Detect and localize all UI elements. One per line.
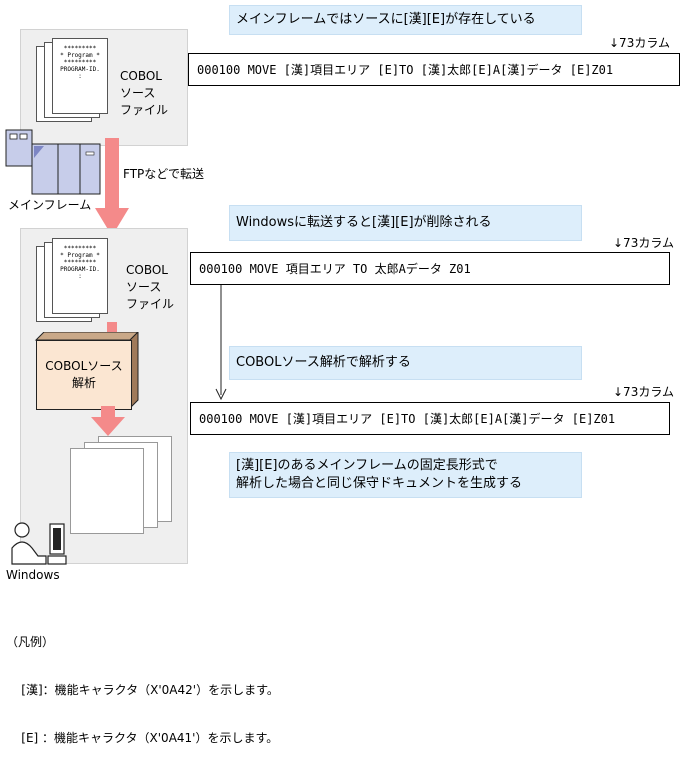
source-file-icon-bottom: ********* * Program * ********* PROGRAM-…	[36, 238, 108, 328]
mainframe-label: メインフレーム	[8, 198, 92, 212]
analyzer-box-shadow	[34, 332, 139, 410]
source-file-label-line: ファイル	[120, 103, 169, 117]
source-file-label-bottom: COBOL ソース ファイル	[126, 262, 174, 313]
code-line-windows: 000100 MOVE 項目エリア TO 太郎Aデータ Z01	[190, 252, 670, 285]
transfer-arrow-icon	[95, 138, 129, 236]
column-marker-3: ↓73カラム	[613, 385, 674, 399]
legend: （凡例） [漢]：機能キャラクタ（X'0A42'）を示します。 [E] ：機能キ…	[6, 602, 279, 762]
windows-label: Windows	[6, 568, 60, 582]
flow-arrow-to-documents	[91, 406, 125, 436]
analyzer-label-line: 解析	[71, 376, 96, 390]
source-file-label-line: ソース	[120, 86, 156, 100]
doc-text-line: :	[78, 73, 82, 80]
source-file-label-line: ソース	[126, 280, 162, 294]
note-line: 解析した場合と同じ保守ドキュメントを生成する	[236, 476, 523, 491]
legend-title: （凡例）	[6, 635, 55, 649]
source-file-label-line: COBOL	[126, 263, 168, 277]
ftp-label: FTPなどで転送	[123, 167, 205, 181]
windows-user-icon	[11, 522, 67, 565]
source-file-label-line: ファイル	[126, 297, 175, 311]
source-file-icon-top: ********* * Program * ********* PROGRAM-…	[36, 38, 108, 128]
source-file-label-top: COBOL ソース ファイル	[120, 68, 168, 119]
doc-text-line: PROGRAM-ID.	[60, 266, 100, 273]
doc-text-line: *********	[63, 259, 97, 266]
legend-line: [E] ：機能キャラクタ（X'0A41'）を示します。	[6, 731, 279, 745]
doc-text-line: * Program *	[60, 52, 100, 59]
doc-text-line: :	[78, 273, 82, 280]
note-generate-docs: [漢][E]のあるメインフレームの固定長形式で 解析した場合と同じ保守ドキュメン…	[229, 452, 582, 498]
legend-line: [漢]：機能キャラクタ（X'0A42'）を示します。	[6, 683, 279, 697]
analyzer-label-line: COBOLソース	[45, 359, 123, 373]
code-line-mainframe: 000100 MOVE [漢]項目エリア [E]TO [漢]太郎[E]A[漢]デ…	[188, 53, 680, 86]
code-line-analyzed: 000100 MOVE [漢]項目エリア [E]TO [漢]太郎[E]A[漢]デ…	[190, 402, 670, 435]
note-mainframe-source: メインフレームではソースに[漢][E]が存在している	[229, 5, 582, 35]
doc-text-line: PROGRAM-ID.	[60, 66, 100, 73]
doc-text-line: * Program *	[60, 252, 100, 259]
doc-text-line: *********	[63, 245, 97, 252]
doc-text-line: *********	[63, 45, 97, 52]
note-windows-transfer: Windowsに転送すると[漢][E]が削除される	[229, 205, 582, 241]
column-marker-1: ↓73カラム	[609, 36, 670, 50]
column-marker-2: ↓73カラム	[613, 236, 674, 250]
source-file-label-line: COBOL	[120, 69, 162, 83]
document-stack-icon	[70, 436, 180, 534]
note-line: [漢][E]のあるメインフレームの固定長形式で	[236, 458, 498, 473]
doc-text-line: *********	[63, 59, 97, 66]
connector-arrow	[215, 285, 227, 401]
analyzer-box: COBOLソース 解析	[36, 340, 132, 410]
flow-arrow-to-analyzer	[107, 322, 117, 338]
note-cobol-analysis: COBOLソース解析で解析する	[229, 346, 582, 380]
mainframe-machine-icon	[5, 129, 101, 195]
